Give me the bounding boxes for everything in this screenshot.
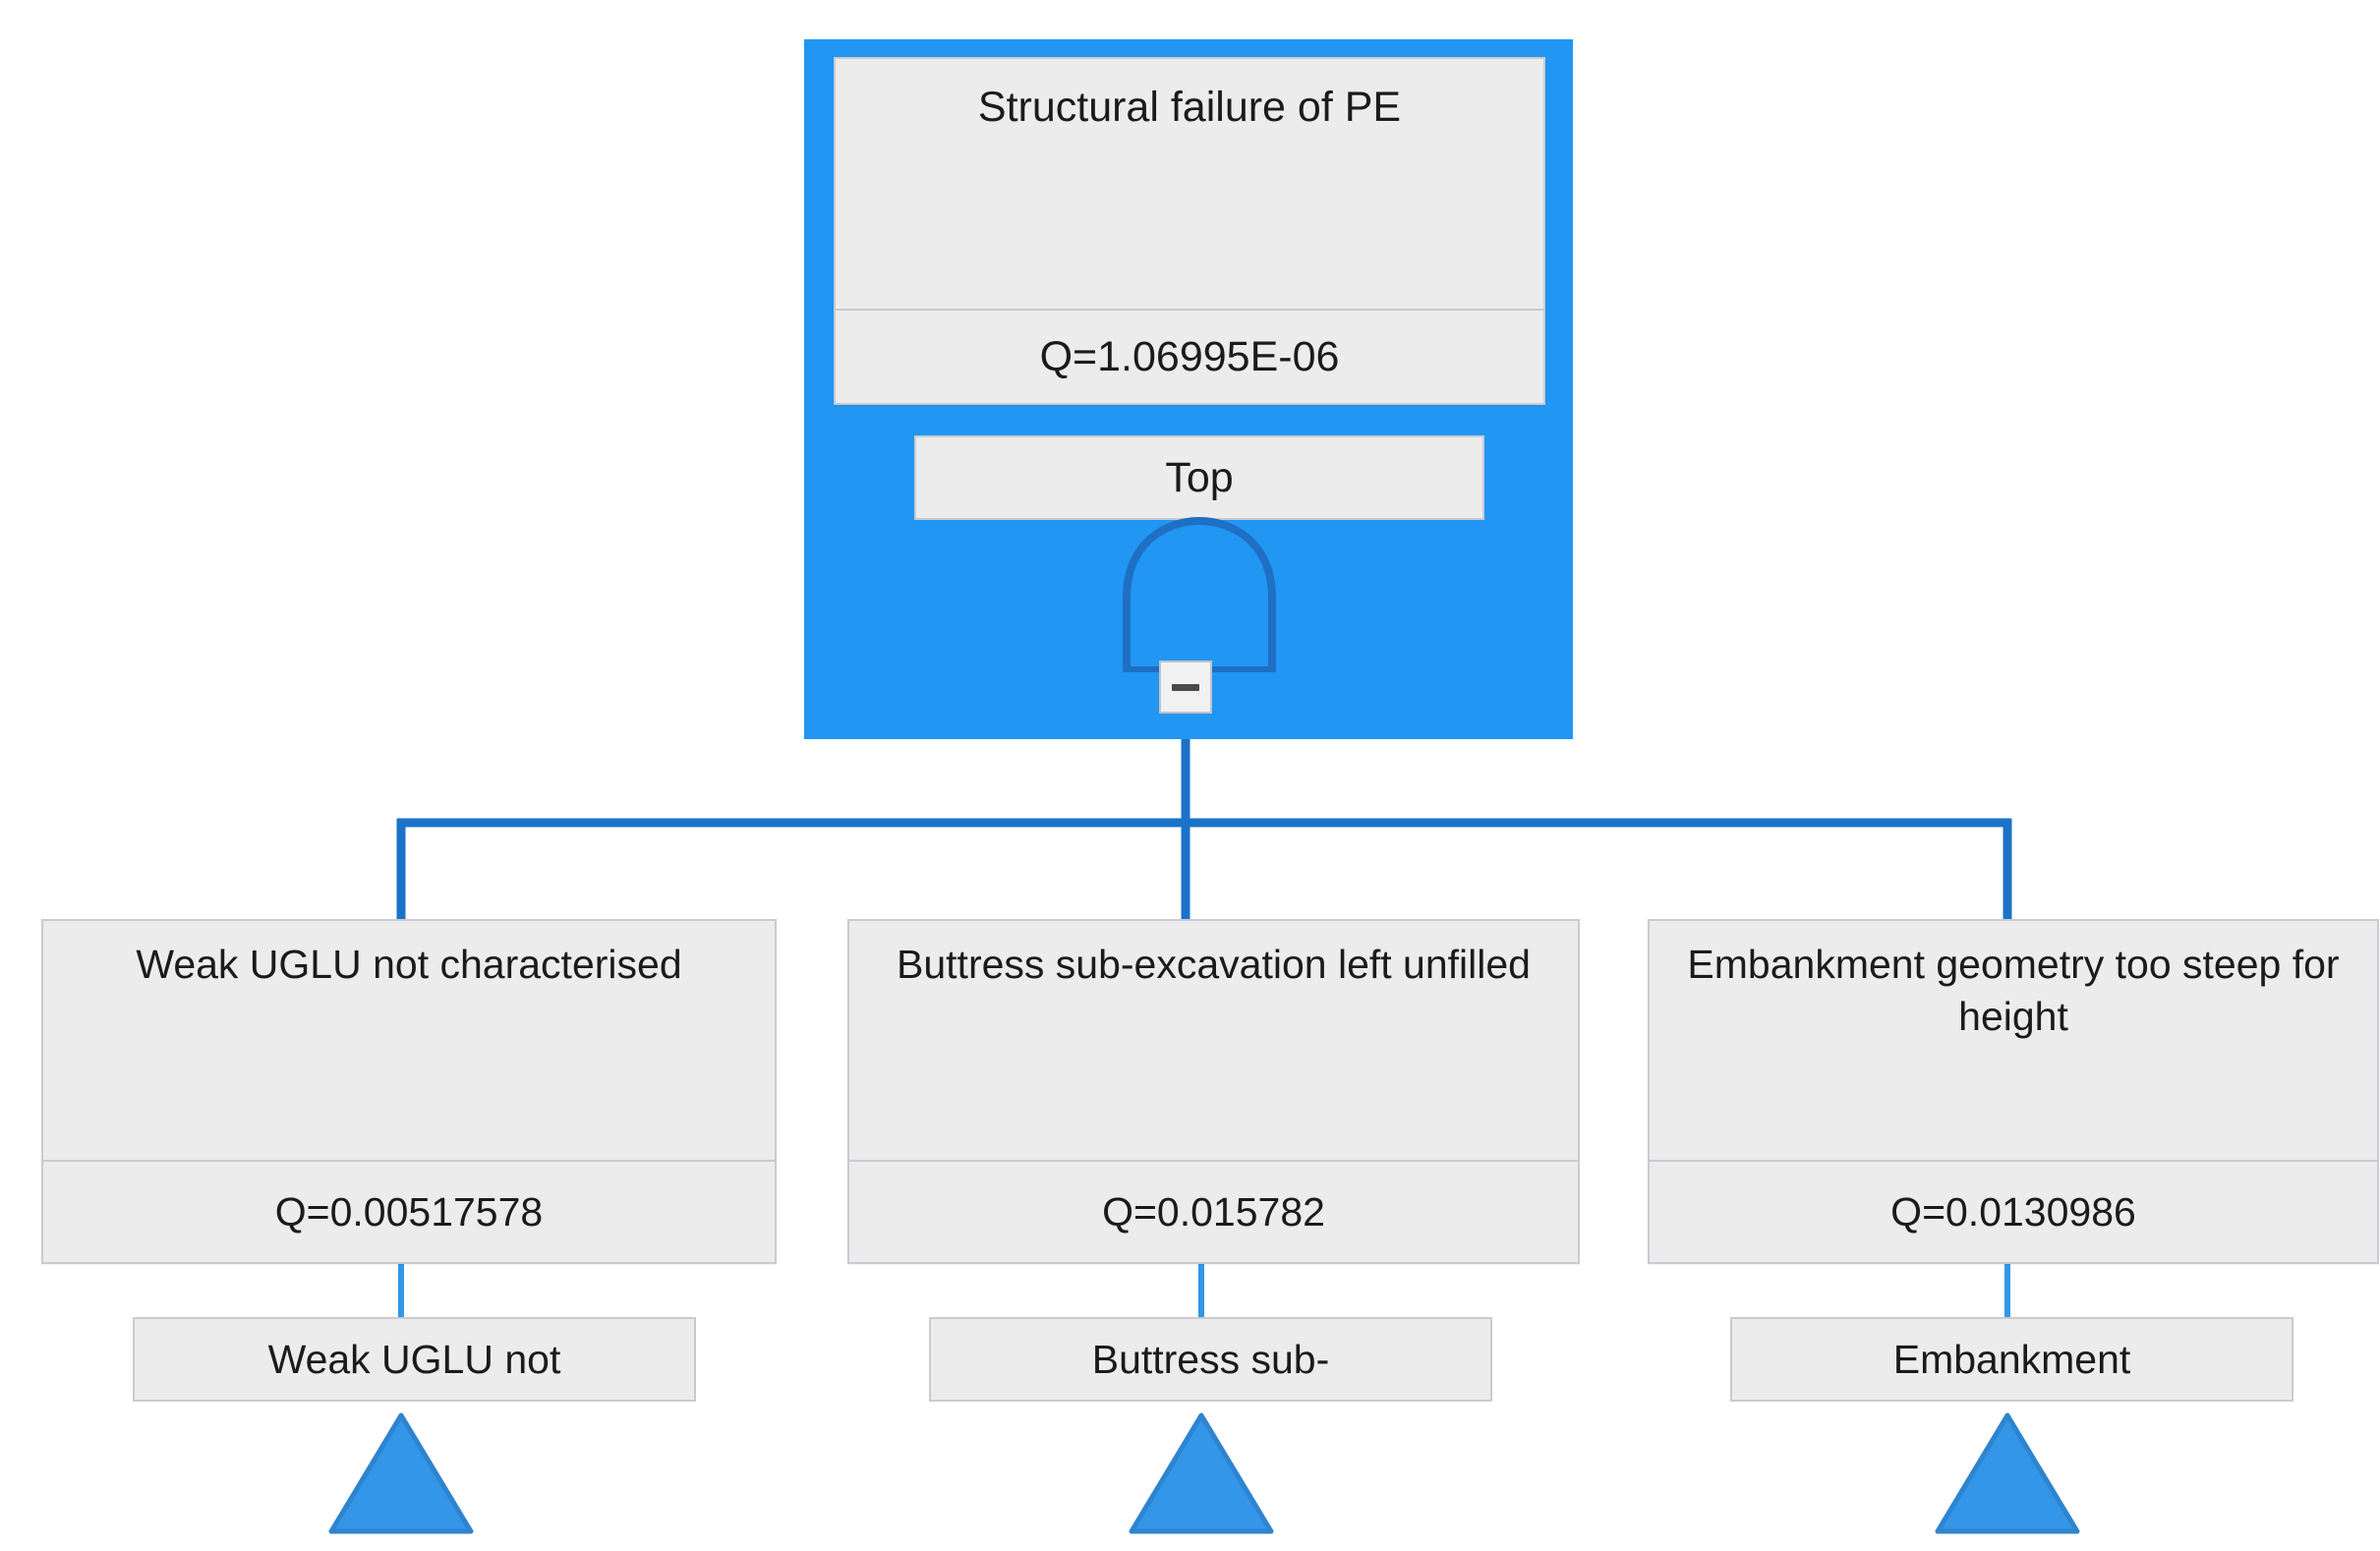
collapse-toggle-button[interactable] xyxy=(1159,661,1212,714)
child-event-q-value: Q=0.0130986 xyxy=(1650,1160,2377,1262)
transfer-in-triangle-icon[interactable] xyxy=(1934,1411,2081,1535)
child-event-box[interactable]: Embankment geometry too steep for height… xyxy=(1648,919,2379,1264)
or-gate-icon[interactable] xyxy=(1109,515,1290,672)
top-gate-label-box[interactable]: Top xyxy=(914,435,1484,520)
child-event-q-value: Q=0.00517578 xyxy=(43,1160,775,1262)
top-event-description: Structural failure of PE xyxy=(977,84,1402,131)
transfer-label-text: Embankment xyxy=(1892,1336,2131,1382)
transfer-label-text: Weak UGLU not xyxy=(267,1336,561,1382)
top-gate-label-text: Top xyxy=(1165,453,1234,501)
child-event-description: Weak UGLU not characterised xyxy=(136,942,682,987)
child-event-description: Embankment geometry too steep for height xyxy=(1687,942,2340,1040)
top-event-q-value: Q=1.06995E-06 xyxy=(836,309,1543,403)
transfer-label-box[interactable]: Buttress sub- xyxy=(929,1317,1492,1402)
minus-icon xyxy=(1172,683,1199,691)
child-event-box[interactable]: Buttress sub-excavation left unfilled Q=… xyxy=(847,919,1580,1264)
child-event-q-value: Q=0.015782 xyxy=(849,1160,1578,1262)
transfer-label-text: Buttress sub- xyxy=(1091,1336,1330,1382)
transfer-label-box[interactable]: Embankment xyxy=(1730,1317,2293,1402)
transfer-in-triangle-icon[interactable] xyxy=(327,1411,475,1535)
child-event-description: Buttress sub-excavation left unfilled xyxy=(897,942,1531,987)
child-event-box[interactable]: Weak UGLU not characterised Q=0.00517578 xyxy=(41,919,777,1264)
top-event-box[interactable]: Structural failure of PE Q=1.06995E-06 xyxy=(834,57,1545,405)
transfer-label-box[interactable]: Weak UGLU not xyxy=(133,1317,696,1402)
transfer-in-triangle-icon[interactable] xyxy=(1128,1411,1275,1535)
